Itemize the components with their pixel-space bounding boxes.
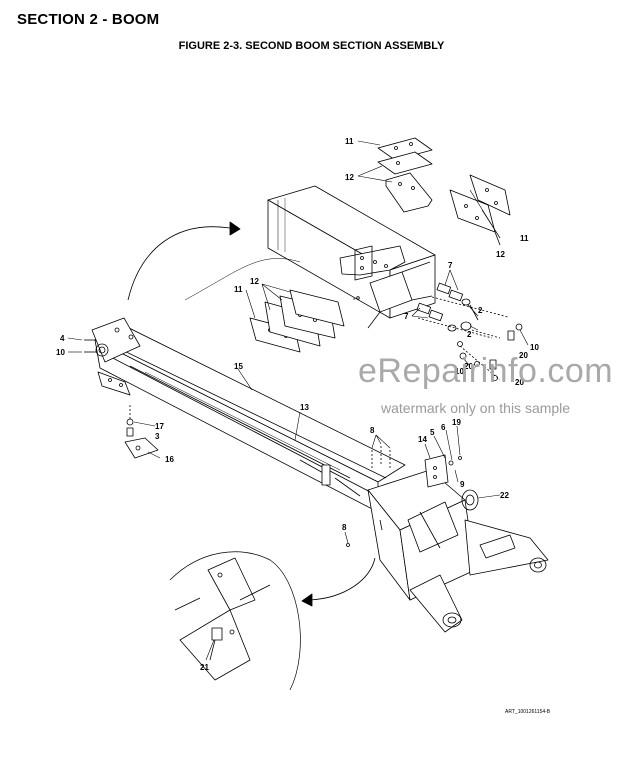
main-boom: [94, 325, 406, 513]
callout-7: 7: [404, 312, 409, 321]
callout-10: 10: [56, 348, 65, 357]
rear-bracket: [346, 446, 549, 633]
watermark-note: watermark only on this sample: [381, 400, 571, 416]
retainer-bolts: [457, 323, 523, 381]
callout-11: 11: [520, 234, 529, 243]
callout-12: 12: [345, 173, 354, 182]
callout-11: 11: [234, 285, 243, 294]
callout-2: 2: [478, 306, 483, 315]
boom-nose: [84, 317, 141, 396]
boom-head-box: [267, 185, 436, 329]
callout-19: 19: [452, 418, 461, 427]
callout-3: 3: [155, 432, 160, 441]
callout-16: 16: [165, 455, 174, 464]
callout-12: 12: [496, 250, 505, 259]
callout-11: 11: [345, 137, 354, 146]
watermark-brand: eRepairinfo.com: [358, 352, 614, 390]
line-art: [67, 137, 549, 691]
right-wear-pads: [449, 174, 511, 246]
callout-20: 20: [464, 362, 473, 371]
top-wear-pads: [377, 137, 433, 213]
callout-8: 8: [370, 426, 375, 435]
callout-22: 22: [500, 491, 509, 500]
callout-10: 10: [530, 343, 539, 352]
transfer-arrows: [127, 221, 376, 607]
callout-20: 20: [519, 351, 528, 360]
callout-5: 5: [430, 428, 435, 437]
figure-title: FIGURE 2-3. SECOND BOOM SECTION ASSEMBLY: [178, 40, 445, 52]
left-wear-pads: [249, 289, 345, 353]
callout-20: 20: [515, 378, 524, 387]
pivot-pin: [124, 405, 159, 459]
callout-13: 13: [300, 403, 309, 412]
inset-detail: [169, 551, 301, 691]
callout-21: 21: [200, 663, 209, 672]
callout-7: 7: [448, 261, 453, 270]
callout-2: 2: [467, 330, 472, 339]
callout-labels: 11 12 11 12 12 11 7 7 2 2 10 20 20 10 20…: [56, 137, 539, 672]
pad-bolts: [416, 282, 509, 339]
leader-lines: [67, 140, 529, 661]
callout-14: 14: [418, 435, 427, 444]
art-reference: ART_1001261154-B: [505, 709, 551, 715]
section-title: SECTION 2 - BOOM: [17, 11, 160, 28]
callout-9: 9: [460, 480, 465, 489]
callout-8: 8: [342, 523, 347, 532]
callout-17: 17: [155, 422, 164, 431]
callout-15: 15: [234, 362, 243, 371]
callout-10: 10: [455, 367, 464, 376]
callout-12: 12: [250, 277, 259, 286]
callout-4: 4: [60, 334, 65, 343]
callout-6: 6: [441, 423, 446, 432]
